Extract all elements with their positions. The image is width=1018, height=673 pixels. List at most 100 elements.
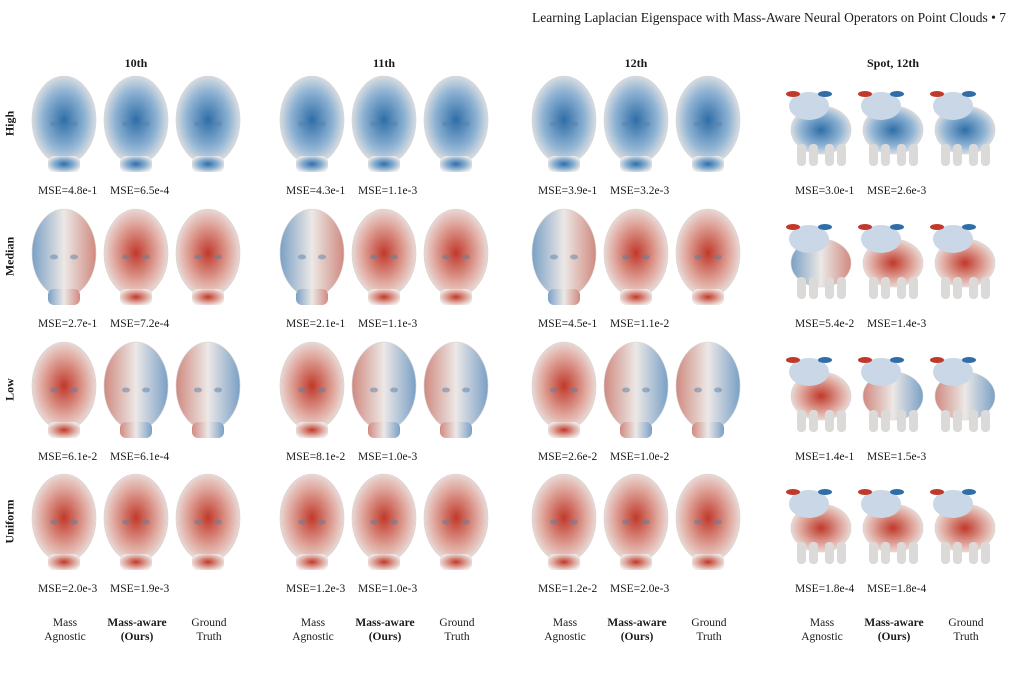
- mse-label: MSE=1.2e-2: [538, 583, 598, 595]
- head-render-3-1-2: [103, 341, 169, 438]
- mse-label: MSE=3.2e-3: [610, 185, 670, 197]
- head-render-3-2-2: [351, 341, 417, 438]
- head-render-4-2-1: [279, 473, 345, 570]
- cow-render-4-4-3: [930, 489, 996, 564]
- mse-label: MSE=3.9e-1: [538, 185, 598, 197]
- head-render-2-2-2: [351, 208, 417, 305]
- head-render-1-2-3: [423, 75, 489, 172]
- legend-ground-truth: Ground Truth: [191, 617, 227, 643]
- cow-render-1-4-3: [930, 91, 996, 166]
- head-render-4-3-3: [675, 473, 741, 570]
- mse-label: MSE=3.0e-1: [795, 185, 855, 197]
- mse-label: MSE=2.6e-2: [538, 451, 598, 463]
- mse-label: MSE=1.1e-2: [610, 318, 670, 330]
- mse-label: MSE=1.8e-4: [867, 583, 927, 595]
- row-label-median: Median: [2, 236, 17, 277]
- legend-ground-truth: Ground Truth: [948, 617, 984, 643]
- head-render-2-1-3: [175, 208, 241, 305]
- column-title-3: 12th: [624, 56, 648, 70]
- legend-mass-aware: Mass-aware (Ours): [107, 617, 167, 643]
- column-title-2: 11th: [372, 56, 395, 70]
- mse-label: MSE=1.8e-4: [795, 583, 855, 595]
- head-render-1-2-2: [351, 75, 417, 172]
- head-render-4-2-3: [423, 473, 489, 570]
- head-render-4-1-3: [175, 473, 241, 570]
- cow-render-3-4-3: [930, 357, 996, 432]
- mse-label: MSE=1.1e-3: [358, 185, 418, 197]
- head-render-2-2-1: [279, 208, 345, 305]
- legend-ground-truth: Ground Truth: [439, 617, 475, 643]
- mse-label: MSE=1.0e-3: [358, 451, 418, 463]
- mse-label: MSE=1.4e-3: [867, 318, 927, 330]
- head-render-4-3-2: [603, 473, 669, 570]
- legend-mass-agnostic: Mass Agnostic: [544, 617, 586, 643]
- head-render-1-1-3: [175, 75, 241, 172]
- cow-render-4-4-1: [786, 489, 852, 564]
- mse-label: MSE=1.4e-1: [795, 451, 855, 463]
- column-title-1: 10th: [124, 56, 148, 70]
- head-render-1-2-1: [279, 75, 345, 172]
- head-render-2-3-3: [675, 208, 741, 305]
- mse-label: MSE=1.9e-3: [110, 583, 170, 595]
- head-render-3-2-3: [423, 341, 489, 438]
- cow-render-1-4-1: [786, 91, 852, 166]
- head-render-1-1-2: [103, 75, 169, 172]
- mse-label: MSE=7.2e-4: [110, 318, 170, 330]
- cow-render-2-4-1: [786, 224, 852, 299]
- mse-label: MSE=5.4e-2: [795, 318, 855, 330]
- mse-label: MSE=1.0e-2: [610, 451, 670, 463]
- head-render-3-1-1: [31, 341, 97, 438]
- cow-render-1-4-2: [858, 91, 924, 166]
- head-render-1-3-1: [531, 75, 597, 172]
- mse-label: MSE=1.0e-3: [358, 583, 418, 595]
- legend-ground-truth: Ground Truth: [691, 617, 727, 643]
- cow-render-2-4-2: [858, 224, 924, 299]
- head-render-4-1-1: [31, 473, 97, 570]
- head-render-1-3-3: [675, 75, 741, 172]
- head-render-3-2-1: [279, 341, 345, 438]
- mse-label: MSE=2.0e-3: [38, 583, 98, 595]
- head-render-1-1-1: [31, 75, 97, 172]
- mse-label: MSE=6.1e-2: [38, 451, 98, 463]
- mse-label: MSE=4.5e-1: [538, 318, 598, 330]
- mse-label: MSE=1.5e-3: [867, 451, 927, 463]
- head-render-4-1-2: [103, 473, 169, 570]
- mse-label: MSE=1.1e-3: [358, 318, 418, 330]
- legend-mass-aware: Mass-aware (Ours): [607, 617, 667, 643]
- cow-render-4-4-2: [858, 489, 924, 564]
- mse-label: MSE=6.1e-4: [110, 451, 170, 463]
- mse-label: MSE=2.0e-3: [610, 583, 670, 595]
- legend-mass-aware: Mass-aware (Ours): [355, 617, 415, 643]
- head-render-2-1-1: [31, 208, 97, 305]
- mse-label: MSE=6.5e-4: [110, 185, 170, 197]
- head-render-2-3-1: [531, 208, 597, 305]
- row-label-uniform: Uniform: [2, 499, 17, 544]
- legend-mass-agnostic: Mass Agnostic: [44, 617, 86, 643]
- mse-label: MSE=8.1e-2: [286, 451, 346, 463]
- head-render-1-3-2: [603, 75, 669, 172]
- legend-mass-agnostic: Mass Agnostic: [292, 617, 334, 643]
- mse-label: MSE=2.1e-1: [286, 318, 346, 330]
- head-render-3-3-1: [531, 341, 597, 438]
- head-render-2-1-2: [103, 208, 169, 305]
- head-render-3-3-2: [603, 341, 669, 438]
- column-title-4: Spot, 12th: [866, 56, 919, 70]
- mse-label: MSE=4.3e-1: [286, 185, 346, 197]
- head-render-3-1-3: [175, 341, 241, 438]
- row-label-low: Low: [2, 378, 17, 401]
- head-render-4-3-1: [531, 473, 597, 570]
- row-label-high: High: [2, 110, 17, 137]
- head-render-2-2-3: [423, 208, 489, 305]
- legend-mass-aware: Mass-aware (Ours): [864, 617, 924, 643]
- cow-render-3-4-2: [858, 357, 924, 432]
- legend-mass-agnostic: Mass Agnostic: [801, 617, 843, 643]
- head-render-4-2-2: [351, 473, 417, 570]
- cow-render-2-4-3: [930, 224, 996, 299]
- mse-label: MSE=1.2e-3: [286, 583, 346, 595]
- mse-label: MSE=4.8e-1: [38, 185, 98, 197]
- running-head: Learning Laplacian Eigenspace with Mass-…: [532, 10, 1006, 25]
- cow-render-3-4-1: [786, 357, 852, 432]
- mse-label: MSE=2.7e-1: [38, 318, 98, 330]
- head-render-3-3-3: [675, 341, 741, 438]
